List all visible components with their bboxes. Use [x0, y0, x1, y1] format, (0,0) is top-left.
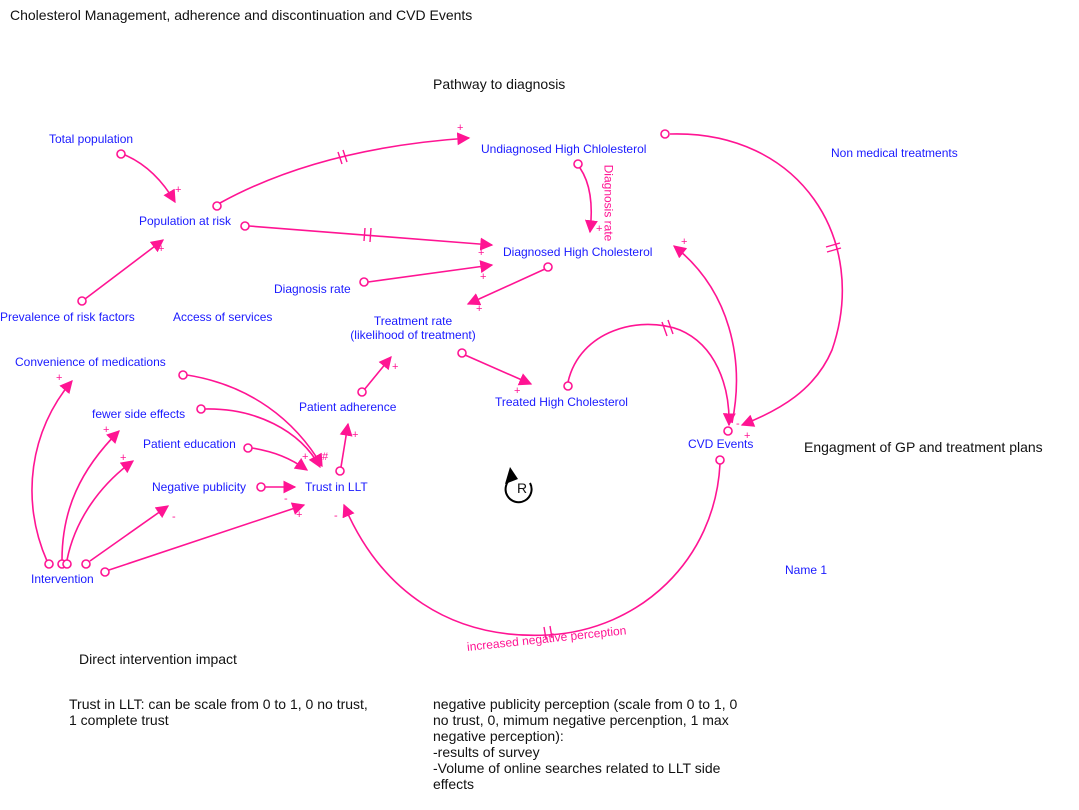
link-origin-circle [715, 455, 725, 465]
link-origin-circle [44, 559, 54, 569]
polarity-mark: + [158, 243, 165, 255]
var-intervention[interactable]: Intervention [31, 572, 94, 586]
link-origin-circle [357, 387, 367, 397]
link-trust-to-adherence[interactable] [339, 422, 353, 468]
link-origin-circle [196, 404, 206, 414]
polarity-mark: + [744, 430, 751, 442]
polarity-mark: + [352, 429, 359, 441]
polarity-mark: + [514, 385, 521, 397]
link-origin-circle [100, 567, 110, 577]
var-convenience-of-medications[interactable]: Convenience of medications [15, 355, 166, 369]
link-origin-circle [457, 348, 467, 358]
cvd-events-node-circle [723, 426, 733, 436]
link-cvd-to-trust[interactable] [342, 463, 721, 637]
link-intervention-to-negative-publicity[interactable] [89, 505, 170, 562]
link-adherence-to-treatment-rate[interactable] [363, 355, 392, 391]
loop-label: R [517, 480, 528, 496]
link-origin-circle [81, 559, 91, 569]
link-pop-risk-to-undiagnosed[interactable] [219, 132, 471, 204]
polarity-mark: + [120, 452, 127, 464]
polarity-mark: + [596, 223, 603, 235]
polarity-mark: + [175, 184, 182, 196]
polarity-mark: + [478, 247, 485, 259]
var-treatment-rate[interactable]: Treatment rate (likelihood of treatment) [350, 314, 475, 342]
var-trust-in-llt[interactable]: Trust in LLT [305, 480, 368, 494]
link-origin-circle [240, 221, 250, 231]
var-fewer-side-effects[interactable]: fewer side effects [92, 407, 186, 421]
var-patient-adherence[interactable]: Patient adherence [299, 400, 397, 414]
var-cvd-events[interactable]: CVD Events [688, 437, 754, 451]
link-origin-circle [563, 381, 573, 391]
link-prevalence-to-pop-risk[interactable] [84, 239, 165, 300]
delay-marks [337, 149, 842, 640]
polarity-mark: + [392, 361, 399, 373]
polarity-mark: + [681, 236, 688, 248]
var-patient-education[interactable]: Patient education [143, 437, 236, 451]
note-negative-publicity: negative publicity perception (scale fro… [433, 696, 738, 792]
polarity-mark: + [103, 424, 110, 436]
link-treated-to-cvd[interactable] [567, 323, 736, 427]
link-intervention-to-trust[interactable] [108, 502, 306, 571]
polarity-mark: - [736, 418, 740, 430]
polarity-mark: + [296, 509, 303, 521]
polarity-mark: + [476, 303, 483, 315]
var-undiagnosed-high-cholesterol[interactable]: Undiagnosed High Chlolesterol [481, 142, 647, 156]
link-convenience-to-trust[interactable] [186, 374, 323, 468]
polarity-mark: - [284, 493, 288, 505]
treatment-rate-line2: (likelihood of treatment) [350, 328, 476, 342]
link-education-to-trust[interactable] [251, 447, 309, 471]
link-origin-circle [359, 277, 369, 287]
link-origin-circle [77, 296, 87, 306]
loop-indicator [504, 467, 533, 504]
link-origin-circle [243, 443, 253, 453]
diagram-title: Cholesterol Management, adherence and di… [10, 7, 473, 23]
var-prevalence-risk-factors[interactable]: Prevalence of risk factors [0, 310, 135, 324]
link-diagnosed-to-treatment-rate[interactable] [466, 268, 546, 306]
link-diagnosis-rate-to-diagnosed[interactable] [367, 260, 494, 283]
var-diagnosed-high-cholesterol[interactable]: Diagnosed High Cholesterol [503, 245, 653, 259]
section-label-direct-intervention: Direct intervention impact [79, 651, 237, 667]
polarity-mark: + [457, 122, 464, 134]
loop-arrow-icon [504, 477, 533, 504]
var-total-population[interactable]: Total population [49, 132, 134, 146]
var-population-at-risk[interactable]: Population at risk [139, 214, 232, 228]
polarity-mark: - [334, 510, 338, 522]
link-origin-circle [660, 129, 670, 139]
link-intervention-to-education[interactable] [66, 460, 135, 561]
link-label-diagnosis-rate: Diagnosis rate [601, 164, 616, 242]
link-origin-circle [62, 559, 72, 569]
section-label-pathway: Pathway to diagnosis [433, 76, 566, 92]
link-treatment-rate-to-treated[interactable] [464, 354, 533, 386]
link-origin-circle [573, 159, 583, 169]
var-name-1[interactable]: Name 1 [785, 563, 828, 577]
var-treated-high-cholesterol[interactable]: Treated High Cholesterol [495, 395, 628, 409]
link-origin-circle [212, 201, 222, 211]
treatment-rate-line1: Treatment rate [373, 314, 453, 328]
var-diagnosis-rate[interactable]: Diagnosis rate [274, 282, 351, 296]
section-label-engagement: Engagment of GP and treatment plans [804, 439, 1043, 455]
var-access-of-services[interactable]: Access of services [173, 310, 273, 324]
var-negative-publicity[interactable]: Negative publicity [152, 480, 247, 494]
link-undiagnosed-to-cvd[interactable] [669, 133, 844, 427]
link-origin-circle [178, 370, 188, 380]
link-intervention-to-convenience[interactable] [31, 380, 73, 562]
link-origin-circle [256, 482, 266, 492]
polarity-mark: + [56, 372, 63, 384]
link-total-pop-to-pop-risk[interactable] [124, 154, 176, 204]
link-undiagnosed-to-diagnosed[interactable] [579, 167, 598, 234]
polarity-mark: # [322, 451, 329, 463]
link-intervention-to-side-effects[interactable] [61, 430, 120, 561]
link-origin-circle [543, 262, 553, 272]
link-origin-circle [335, 466, 345, 476]
polarity-mark: + [480, 271, 487, 283]
link-origin-circle [116, 149, 126, 159]
var-non-medical-treatments[interactable]: Non medical treatments [831, 146, 958, 160]
link-cvd-to-diagnosed[interactable] [672, 245, 738, 424]
link-side-effects-to-trust[interactable] [204, 408, 321, 469]
polarity-mark: + [302, 451, 309, 463]
polarity-mark: - [172, 511, 176, 523]
note-trust-scale: Trust in LLT: can be scale from 0 to 1, … [69, 696, 368, 728]
